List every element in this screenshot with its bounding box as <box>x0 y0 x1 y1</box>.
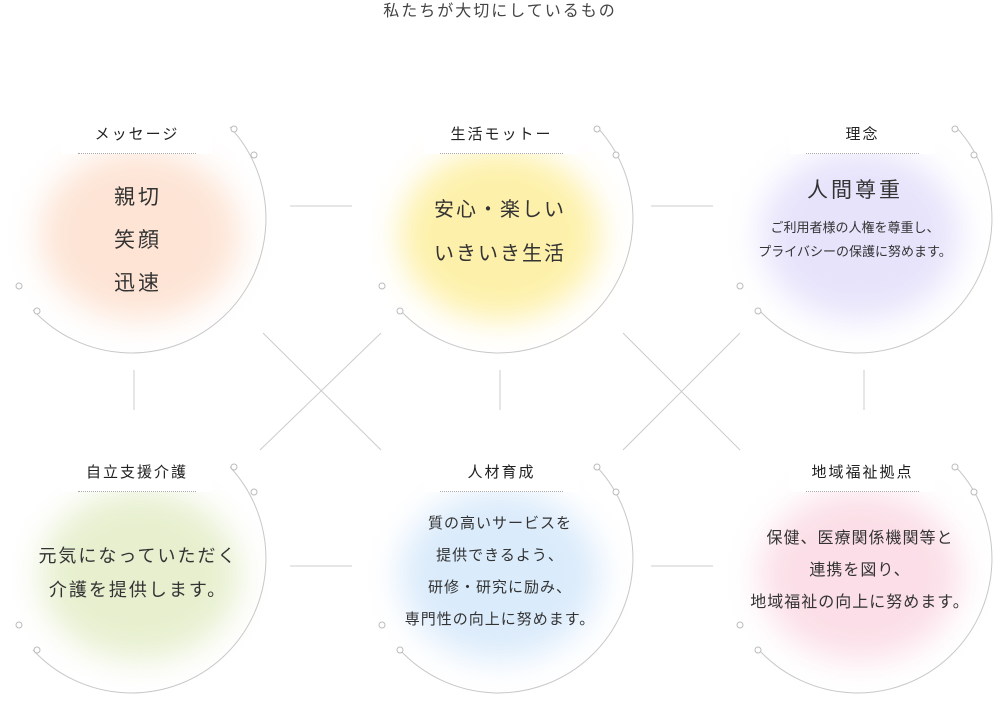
ring-dot <box>33 646 41 654</box>
connector-diagonal-1 <box>262 332 382 451</box>
node-line: 親切 <box>114 185 162 209</box>
ring-dot <box>593 125 601 133</box>
node-fill-community <box>760 490 960 660</box>
node-line: 迅速 <box>114 271 162 295</box>
node-fill-philosophy <box>760 150 960 320</box>
node-line: 専門性の向上に努めます。 <box>404 610 596 628</box>
ring-dot <box>951 125 959 133</box>
node-heading-independence: 自立支援介護 <box>62 452 212 492</box>
node-text-philosophy: 人間尊重 ご利用者様の人権を尊重し、 プライバシーの保護に努めます。 <box>735 175 975 265</box>
node-text-independence: 元気になっていただく 介護を提供します。 <box>18 540 258 608</box>
ring-dot <box>15 621 23 629</box>
node-line: 安心・楽しい <box>434 197 566 221</box>
node-line: 提供できるよう、 <box>436 546 564 564</box>
node-line: いきいき生活 <box>434 241 566 265</box>
ring-dot <box>250 488 258 496</box>
ring-dot <box>396 307 404 315</box>
ring-training <box>399 466 634 694</box>
ring-philosophy <box>758 126 993 354</box>
ring-dot <box>593 463 601 471</box>
node-fill-motto <box>400 150 600 320</box>
node-heading-message: メッセージ <box>62 114 212 154</box>
node-fill-training <box>400 490 600 660</box>
node-line: 笑顔 <box>114 228 162 252</box>
ring-dot <box>33 307 41 315</box>
ring-dot <box>15 282 23 290</box>
node-heading-training: 人材育成 <box>424 452 579 492</box>
node-line: 連携を図り、 <box>809 560 911 579</box>
node-line: ご利用者様の人権を尊重し、 <box>770 221 940 236</box>
ring-community <box>758 466 993 694</box>
node-text-training: 質の高いサービスを 提供できるよう、 研修・研究に励み、 専門性の向上に努めます… <box>380 507 620 635</box>
ring-dot <box>396 646 404 654</box>
ring-dot <box>612 151 620 159</box>
ring-dot <box>970 488 978 496</box>
node-headline: 人間尊重 <box>807 178 903 202</box>
node-fill-independence <box>40 490 240 660</box>
page-title: 私たちが大切にしているもの <box>383 1 617 20</box>
ring-dot <box>951 463 959 471</box>
node-line: 元気になっていただく <box>38 546 238 567</box>
node-text-motto: 安心・楽しい いきいき生活 <box>380 191 620 271</box>
node-text-community: 保健、医療関係機関等と 連携を図り、 地域福祉の向上に努めます。 <box>740 522 980 618</box>
node-heading-philosophy: 理念 <box>790 114 935 154</box>
ring-message <box>32 126 267 354</box>
ring-dot <box>230 463 238 471</box>
node-heading-community: 地域福祉拠点 <box>790 452 935 492</box>
ring-dot <box>230 125 238 133</box>
node-heading-motto: 生活モットー <box>424 114 579 154</box>
node-text-message: 親切 笑顔 迅速 <box>38 176 238 305</box>
node-line: 介護を提供します。 <box>48 580 228 601</box>
ring-dot <box>970 151 978 159</box>
ring-dot <box>754 646 762 654</box>
node-line: 質の高いサービスを <box>427 514 572 532</box>
node-line: 地域福祉の向上に努めます。 <box>750 592 970 611</box>
connector-diagonal-2 <box>259 332 382 451</box>
ring-dot <box>378 621 386 629</box>
ring-independence <box>32 466 267 694</box>
ring-dot <box>736 282 744 290</box>
ring-dot <box>754 307 762 315</box>
connector-diagonal-4 <box>622 332 741 451</box>
ring-dot <box>378 282 386 290</box>
node-line: 保健、医療関係機関等と <box>766 528 954 547</box>
ring-dot <box>612 488 620 496</box>
ring-motto <box>399 126 634 354</box>
node-line: プライバシーの保護に努めます。 <box>758 245 952 260</box>
ring-dot <box>736 621 744 629</box>
node-fill-message <box>40 150 240 320</box>
ring-dot <box>250 151 258 159</box>
node-line: 研修・研究に励み、 <box>427 578 572 596</box>
